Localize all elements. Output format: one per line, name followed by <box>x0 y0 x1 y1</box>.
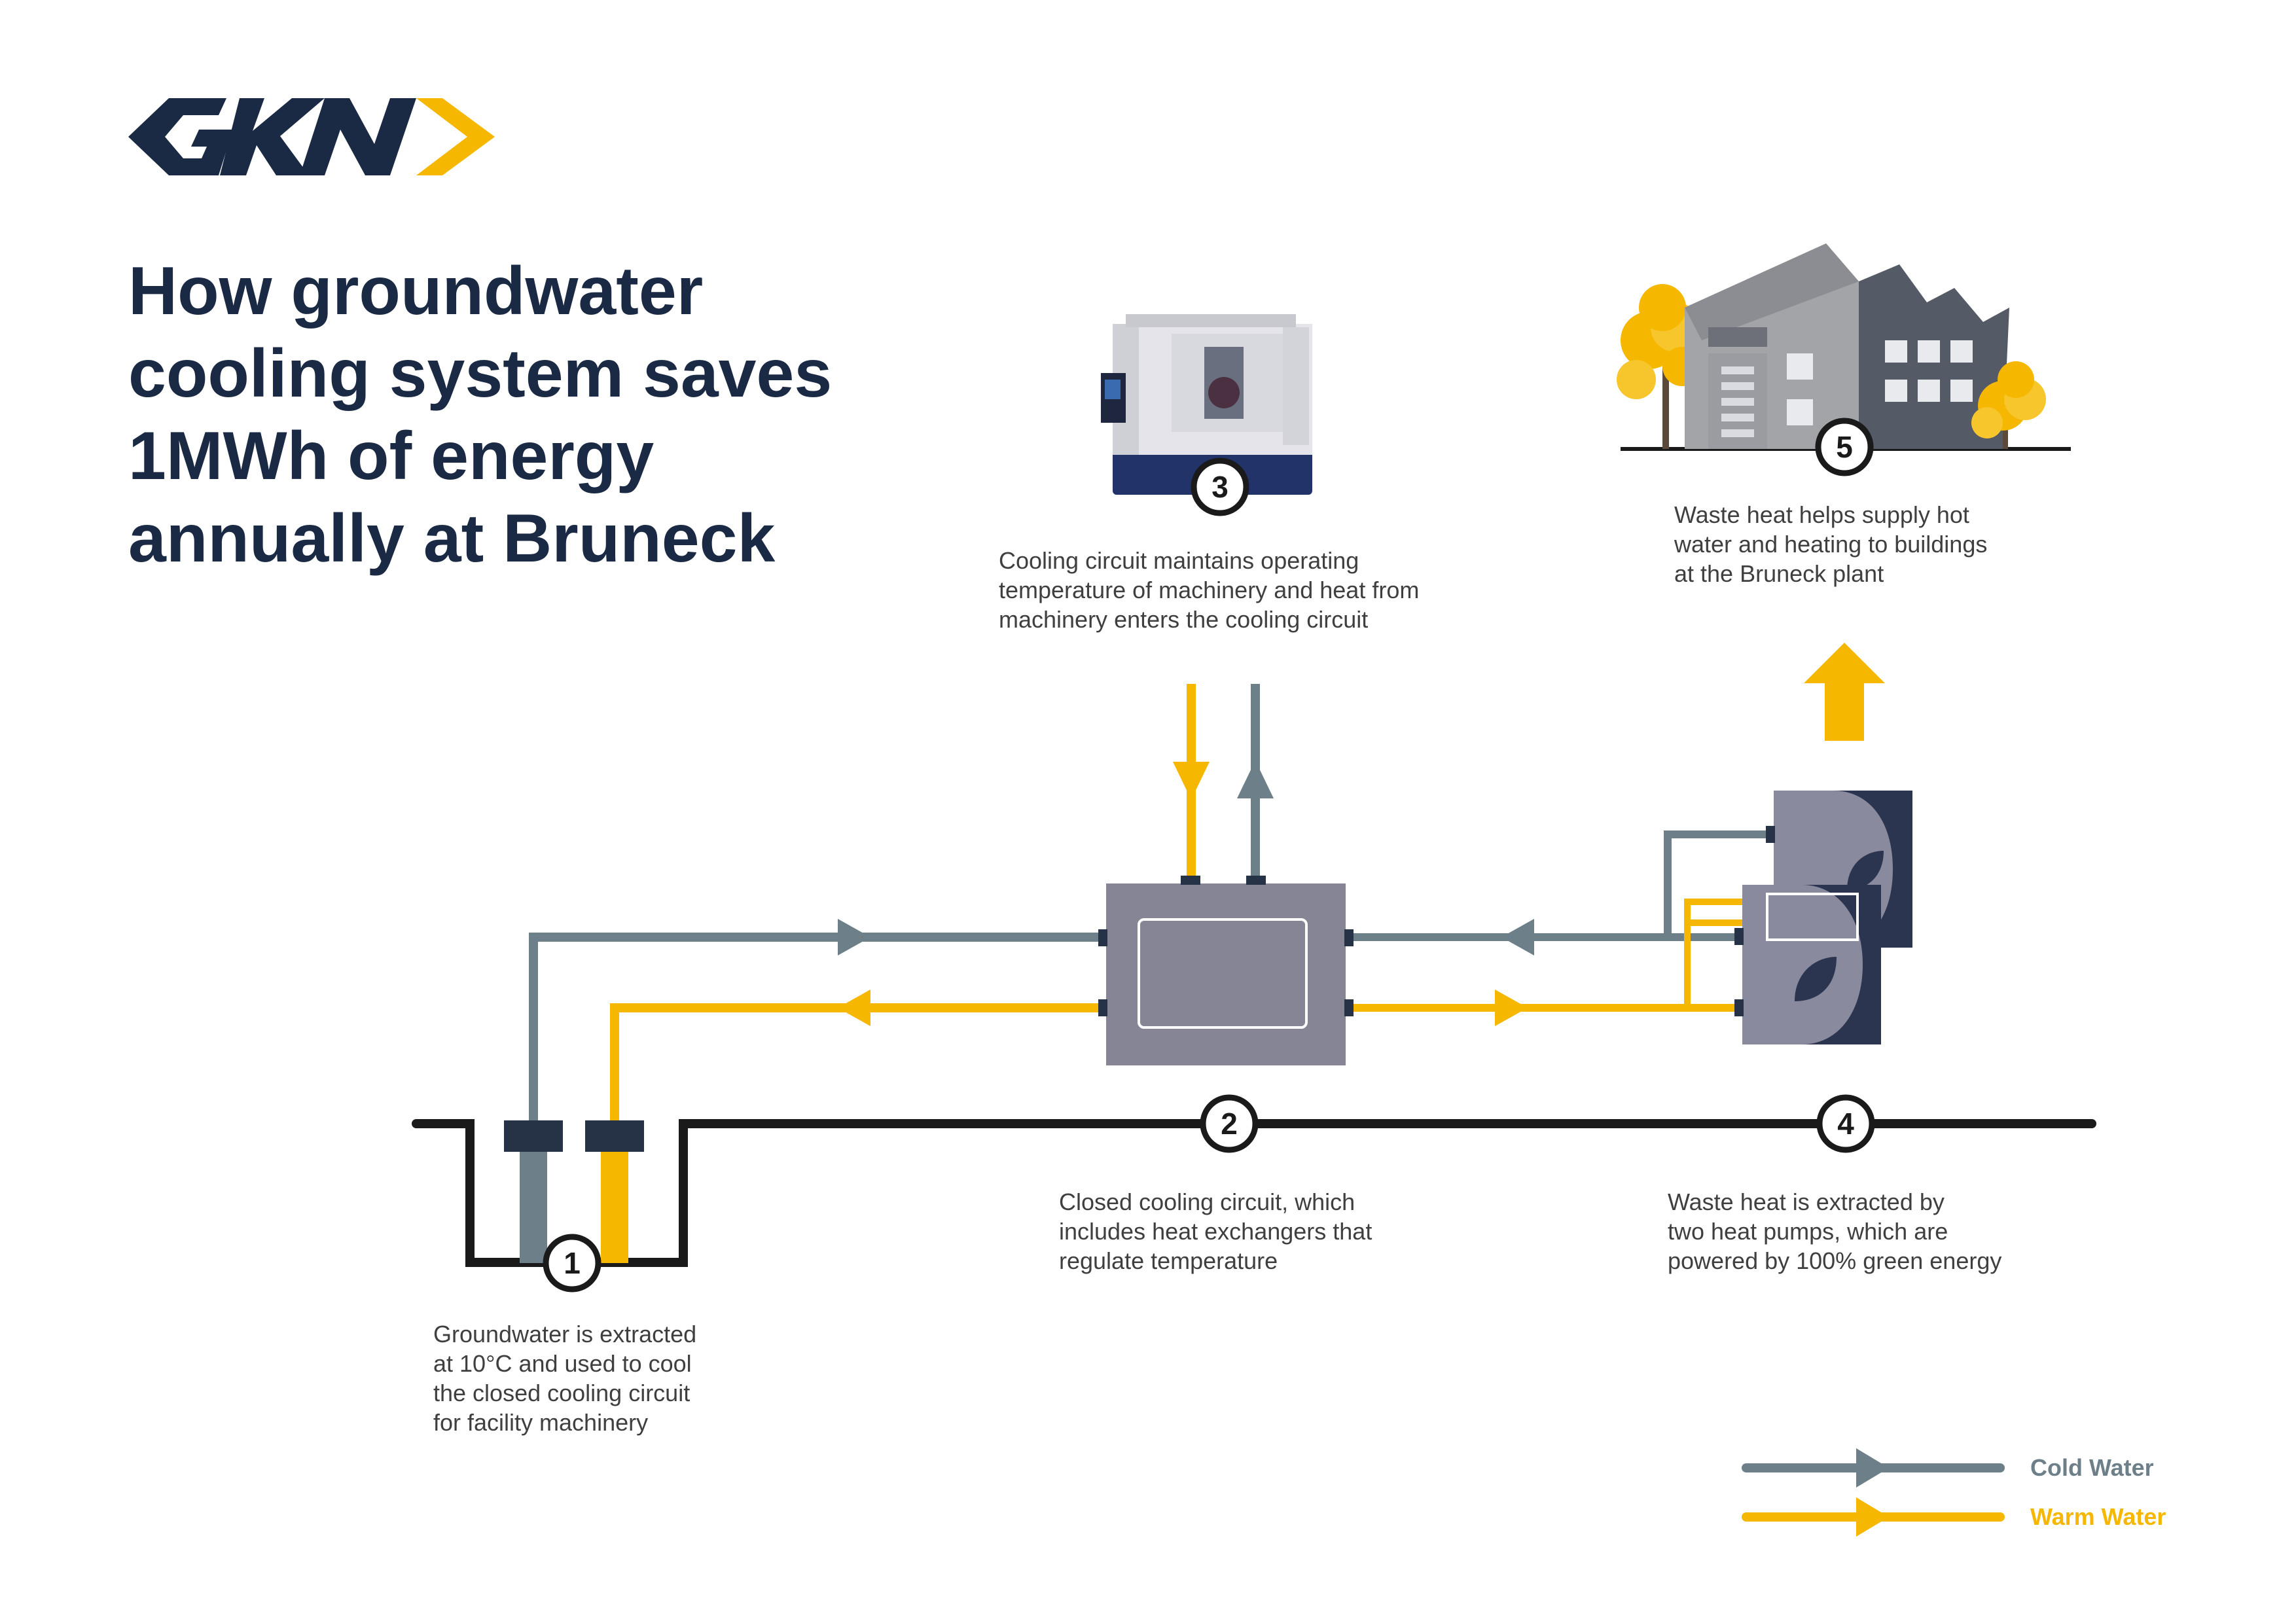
step-number: 5 <box>1836 430 1853 464</box>
step-4-description: Waste heat is extracted by two heat pump… <box>1668 1187 2001 1275</box>
cold-well-pipe <box>520 1152 547 1263</box>
step-number: 4 <box>1837 1107 1854 1141</box>
factory-building-icon <box>1617 243 2071 451</box>
legend-warm-arrow <box>1856 1497 1889 1537</box>
desc-line: for facility machinery <box>433 1409 649 1436</box>
title-line: How groundwater <box>128 253 704 329</box>
desc-line: regulate temperature <box>1059 1247 1278 1274</box>
step-badge-1: 1 <box>543 1234 601 1293</box>
heat-pump-icon <box>1734 885 1881 1044</box>
title-line: cooling system saves <box>128 336 833 412</box>
gkn-logo <box>128 98 495 175</box>
desc-line: machinery enters the cooling circuit <box>999 606 1369 633</box>
step-badge-5: 5 <box>1815 418 1874 476</box>
desc-line: Closed cooling circuit, which <box>1059 1188 1355 1215</box>
step-3-description: Cooling circuit maintains operating temp… <box>999 546 1419 634</box>
warm-flow-arrow <box>838 990 870 1026</box>
desc-line: Cooling circuit maintains operating <box>999 547 1359 574</box>
desc-line: temperature of machinery and heat from <box>999 577 1420 603</box>
cold-well-cap <box>504 1120 563 1152</box>
cold-flow-arrow <box>838 919 870 955</box>
heat-exchanger-icon <box>1098 876 1354 1065</box>
step-badge-4: 4 <box>1816 1094 1875 1153</box>
desc-line: at the Bruneck plant <box>1674 560 1884 587</box>
desc-line: water and heating to buildings <box>1674 531 1988 558</box>
desc-line: Waste heat is extracted by <box>1668 1188 1945 1215</box>
step-number: 2 <box>1221 1107 1238 1141</box>
step-5-description: Waste heat helps supply hot water and he… <box>1674 500 1987 588</box>
warm-pipe-exchanger-to-well <box>610 1003 1109 1120</box>
desc-line: at 10°C and used to cool <box>433 1350 692 1377</box>
step-badge-2: 2 <box>1200 1094 1259 1153</box>
desc-line: Waste heat helps supply hot <box>1674 501 1969 528</box>
desc-line: includes heat exchangers that <box>1059 1218 1372 1245</box>
machine-tool-icon <box>1101 314 1312 495</box>
step-badge-3: 3 <box>1191 457 1249 516</box>
step-number: 3 <box>1211 470 1229 504</box>
warm-well-pipe <box>601 1152 628 1263</box>
desc-line: the closed cooling circuit <box>433 1380 691 1406</box>
legend-cold-label: Cold Water <box>2030 1454 2154 1481</box>
step-2-description: Closed cooling circuit, which includes h… <box>1059 1187 1372 1275</box>
page-title: How groundwater cooling system saves 1MW… <box>128 250 979 580</box>
gkn-logo-icon <box>128 98 495 175</box>
cold-return-arrow <box>1501 919 1534 955</box>
warm-down-arrow <box>1173 762 1210 800</box>
title-line: annually at Bruneck <box>128 501 776 577</box>
step-1-description: Groundwater is extracted at 10°C and use… <box>433 1319 696 1437</box>
cold-pipe-well-to-exchanger <box>529 933 1109 1120</box>
desc-line: two heat pumps, which are <box>1668 1218 1948 1245</box>
up-arrow-icon <box>1804 643 1885 741</box>
legend-cold-arrow <box>1856 1448 1889 1488</box>
desc-line: powered by 100% green energy <box>1668 1247 2002 1274</box>
desc-line: Groundwater is extracted <box>433 1321 697 1347</box>
tree-icon <box>1971 361 2046 449</box>
warm-well-cap <box>585 1120 644 1152</box>
legend-warm-label: Warm Water <box>2030 1503 2166 1530</box>
warm-supply-arrow <box>1495 990 1528 1026</box>
cold-up-arrow <box>1237 760 1274 798</box>
title-line: 1MWh of energy <box>128 418 655 494</box>
step-number: 1 <box>564 1246 581 1280</box>
